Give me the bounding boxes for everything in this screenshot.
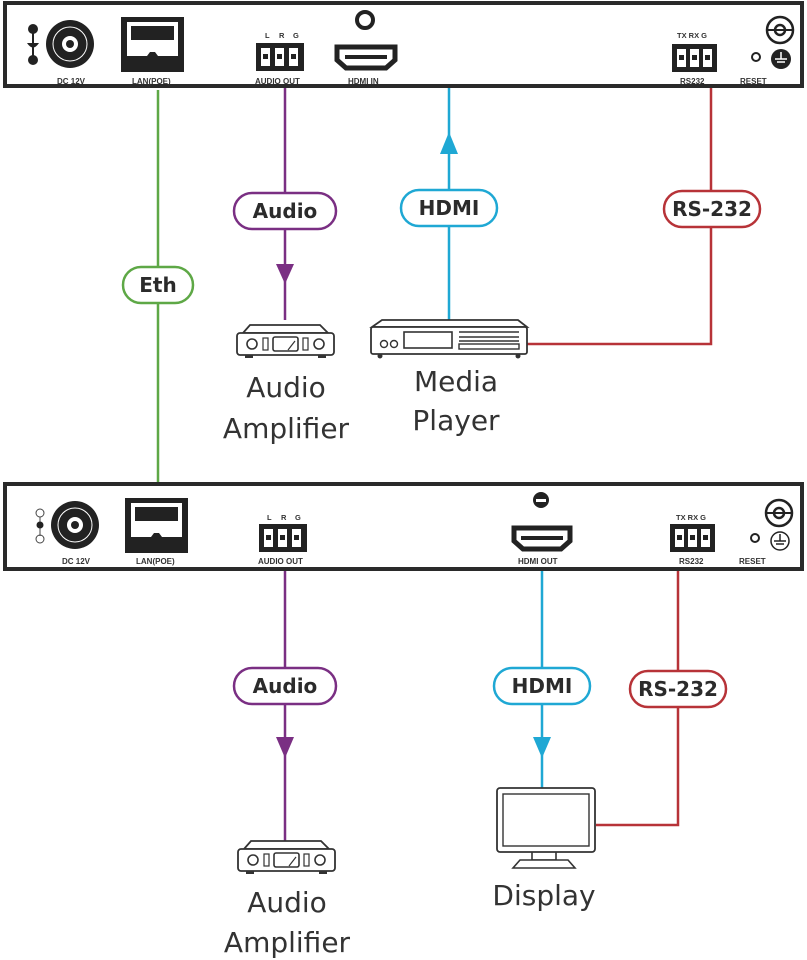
transmitter-panel: DC 12V LAN(POE) L R G AUDIO OUT (3, 1, 804, 88)
hdmi-out-port[interactable] (511, 525, 573, 552)
reset-button[interactable] (751, 52, 761, 62)
ground-screw-icon (765, 15, 795, 45)
media-player-label-line1: Media (414, 365, 498, 398)
audio-pin-r: R (281, 513, 287, 522)
audio-amplifier-label-line1: Audio (246, 371, 326, 404)
audio-out-terminal[interactable] (256, 43, 304, 71)
svg-text:HDMI: HDMI (419, 196, 480, 220)
arrow-up-icon (440, 132, 458, 154)
svg-text:Eth: Eth (139, 273, 176, 297)
hdmi-in-port[interactable] (334, 44, 398, 71)
reset-label: RESET (740, 77, 767, 86)
reset-button[interactable] (750, 533, 760, 543)
audio-amplifier-label-line2: Amplifier (224, 926, 351, 959)
eth-label-pill: Eth (121, 265, 195, 305)
hdmi-label-pill-bottom: HDMI (492, 666, 592, 706)
arrow-down-icon (533, 737, 551, 758)
svg-text:Audio: Audio (253, 674, 318, 698)
svg-text:RS-232: RS-232 (672, 197, 752, 221)
polarity-icon (35, 508, 45, 544)
arrow-down-icon (276, 737, 294, 758)
display-label: Display (492, 879, 595, 912)
lan-port[interactable] (125, 498, 188, 553)
svg-text:RS-232: RS-232 (638, 677, 718, 701)
rs232-label-pill-bottom: RS-232 (628, 669, 728, 709)
audio-pin-l: L (265, 31, 270, 40)
media-player-icon (369, 319, 530, 359)
rs232-label: RS232 (680, 77, 705, 86)
dc-power-jack[interactable] (51, 501, 99, 549)
audio-amplifier-label-line2: Amplifier (223, 412, 350, 445)
ground-symbol-icon (771, 49, 791, 69)
rs232-terminal[interactable] (670, 524, 715, 552)
media-player-label-line2: Player (412, 404, 500, 437)
lan-label: LAN(POE) (136, 557, 175, 566)
ground-screw-icon (764, 498, 794, 528)
hdmi-out-label: HDMI OUT (518, 557, 558, 566)
dc-label: DC 12V (62, 557, 91, 566)
reset-label: RESET (739, 557, 766, 566)
status-led (533, 492, 549, 508)
audio-pin-g: G (293, 31, 299, 40)
polarity-icon (27, 24, 39, 65)
arrow-down-icon (276, 264, 294, 284)
status-led (355, 10, 375, 30)
dc-power-jack[interactable] (46, 20, 94, 68)
rs232-cable-bottom (596, 550, 680, 827)
svg-text:HDMI: HDMI (512, 674, 573, 698)
audio-out-terminal[interactable] (259, 524, 307, 552)
rs232-pins: TX RX G (677, 31, 707, 40)
audio-amplifier-icon (237, 840, 336, 874)
audio-amplifier-icon (236, 324, 335, 358)
rs232-label: RS232 (679, 557, 704, 566)
audio-label-pill-bottom: Audio (232, 666, 338, 706)
audio-out-label: AUDIO OUT (255, 77, 300, 86)
display-icon (496, 787, 596, 869)
lan-port[interactable] (121, 17, 184, 72)
hdmi-in-label: HDMI IN (348, 77, 379, 86)
receiver-panel: DC 12V LAN(POE) L R G AUDIO OUT (3, 482, 804, 571)
rs232-cable-top (526, 70, 713, 346)
dc-label: DC 12V (57, 77, 86, 86)
audio-pin-g: G (295, 513, 301, 522)
hdmi-label-pill-top: HDMI (399, 188, 499, 228)
audio-label-pill-top: Audio (232, 191, 338, 231)
rs232-label-pill-top: RS-232 (662, 189, 762, 229)
audio-out-label: AUDIO OUT (258, 557, 303, 566)
lan-label: LAN(POE) (132, 77, 171, 86)
audio-amplifier-label-line1: Audio (247, 886, 327, 919)
rs232-pins: TX RX G (676, 513, 706, 522)
rs232-terminal[interactable] (672, 44, 717, 72)
svg-text:Audio: Audio (253, 199, 318, 223)
ground-symbol-icon (770, 531, 790, 551)
audio-pin-l: L (267, 513, 272, 522)
audio-pin-r: R (279, 31, 285, 40)
